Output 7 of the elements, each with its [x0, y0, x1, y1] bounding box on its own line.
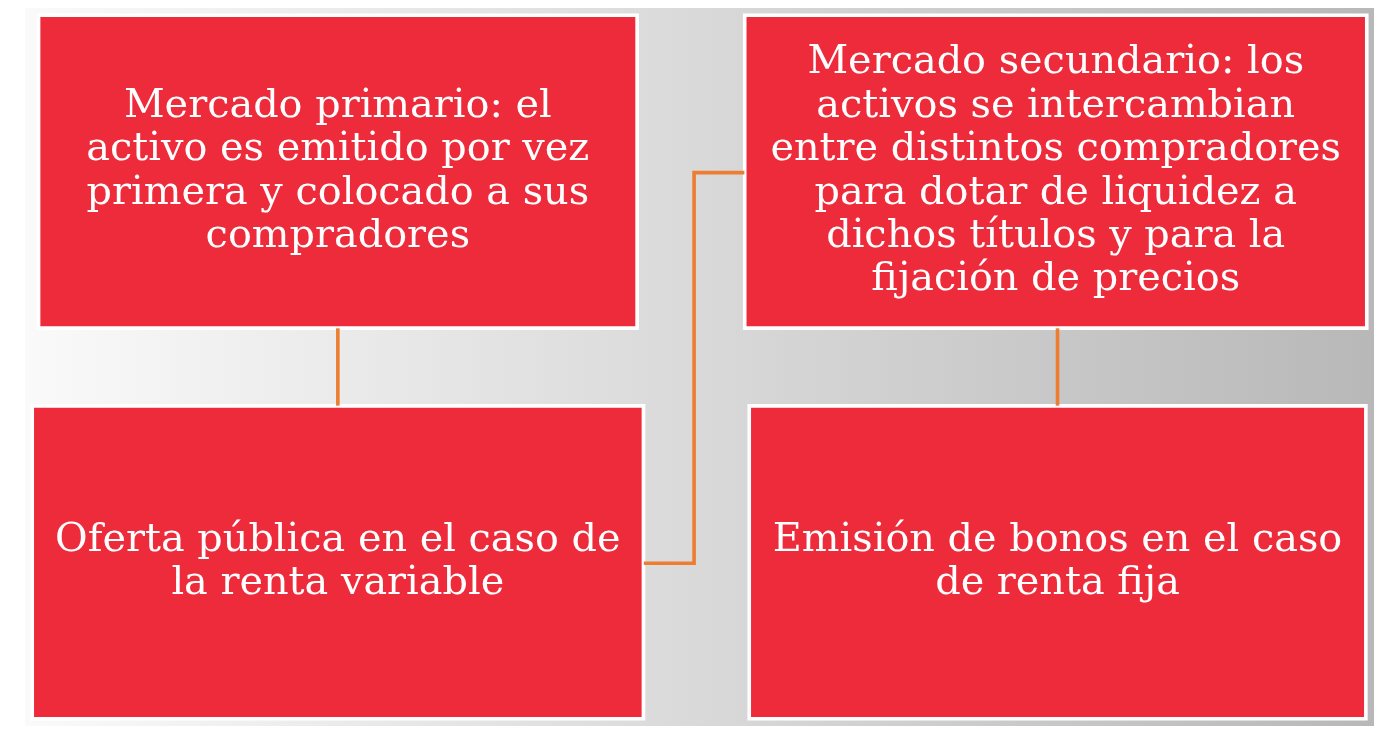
- node-box: Oferta pública en el caso de la renta variable: [30, 404, 646, 721]
- connector: [643, 170, 745, 565]
- connector: [1055, 328, 1060, 406]
- node-box: Emisión de bonos en el caso de renta fija: [747, 404, 1368, 721]
- node-box: Mercado secundario: los activos se intercambian entre distintos compradores para dotar de liquidez a dichos títulos y para la fijación de precios: [742, 13, 1369, 330]
- connector: [336, 328, 340, 406]
- node-box: Mercado primario: el activo es emitido por vez primera y colocado a sus compradores: [36, 13, 639, 330]
